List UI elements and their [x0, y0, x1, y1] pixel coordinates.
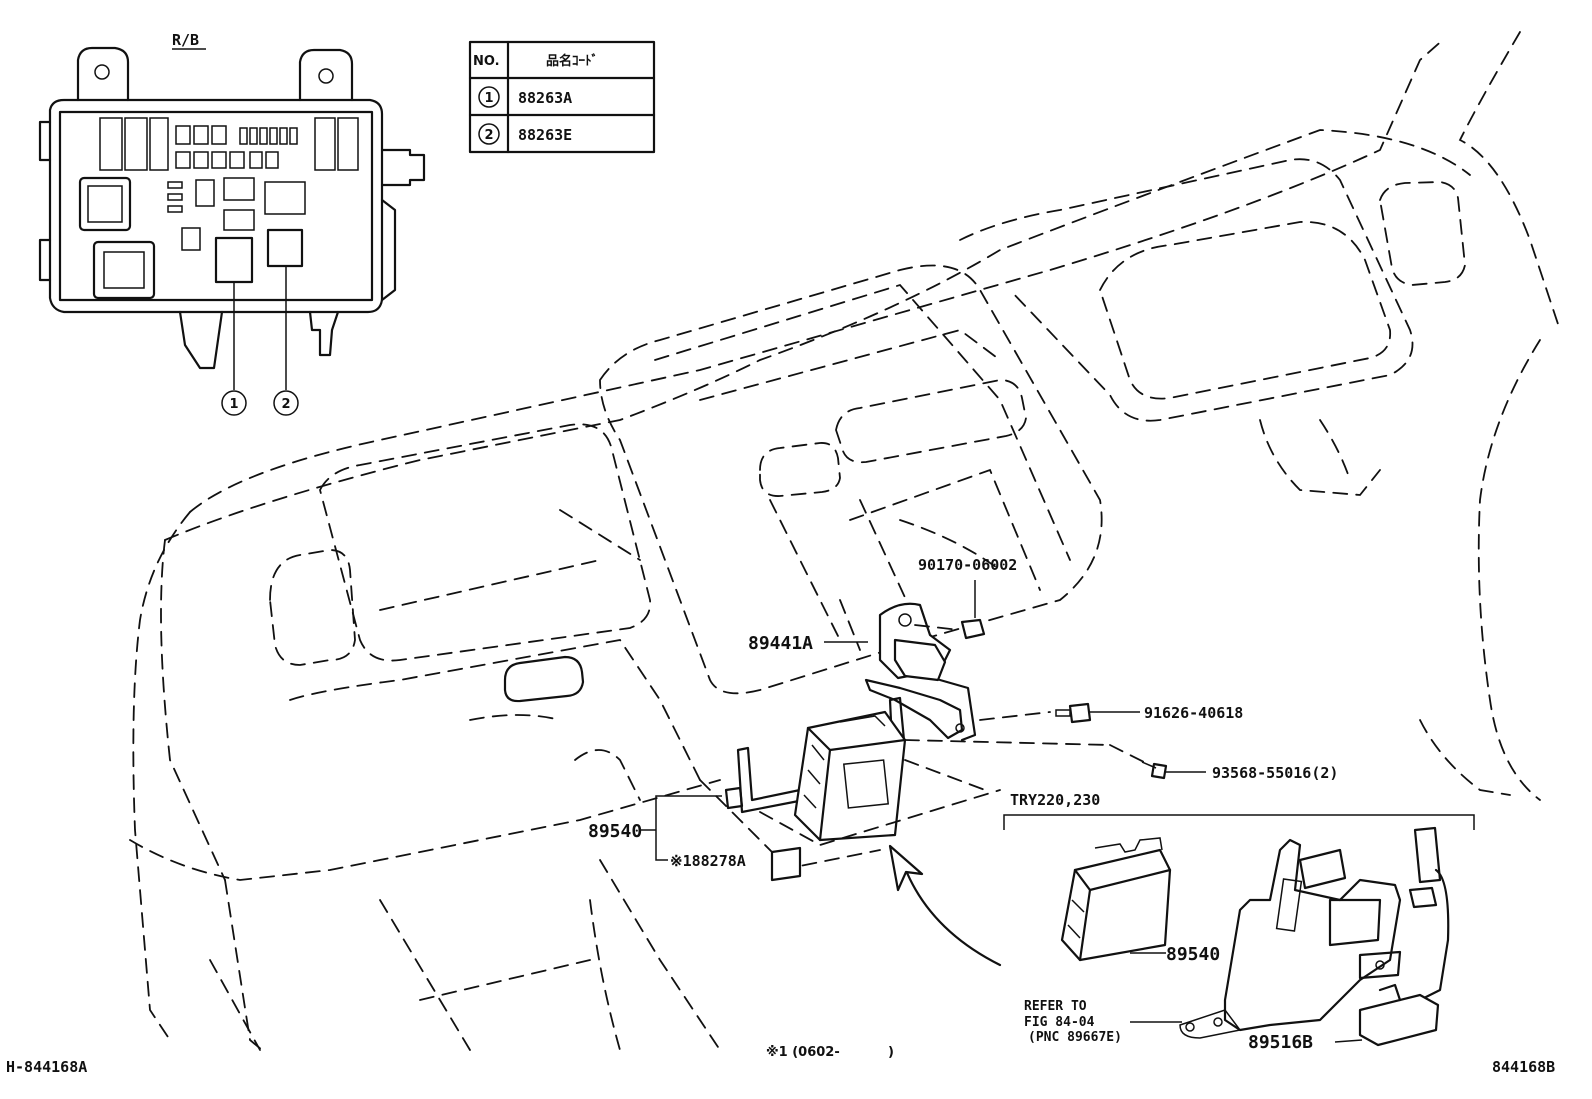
refer-line-2: FIG 84-04	[1024, 1015, 1095, 1030]
inset-try220-drawing	[1003, 814, 1475, 1047]
footer-note: ※1 (0602-	[766, 1045, 840, 1060]
table-row-1-code: 88263A	[518, 89, 572, 107]
part-code-table: NO. 品名ｺｰﾄﾞ 1 88263A 2 88263E	[468, 40, 656, 154]
label-90170-06002: 90170-06002	[918, 556, 1017, 574]
module-89540-drawing	[640, 696, 907, 882]
relay-block-drawing: 1 2 R/B	[38, 31, 426, 416]
table-header-code: 品名ｺｰﾄﾞ	[546, 53, 598, 69]
label-89516b: 89516B	[1248, 1032, 1313, 1053]
inset-arrow	[888, 844, 1002, 967]
label-89441a: 89441A	[748, 633, 813, 654]
label-89540-inset: 89540	[1166, 944, 1220, 965]
footer-note-close: )	[888, 1045, 894, 1060]
callout-2: 2	[281, 397, 290, 412]
relay-block-label: R/B	[172, 31, 199, 49]
label-93568-55016: 93568-55016(2)	[1212, 764, 1338, 782]
table-row-2-code: 88263E	[518, 126, 572, 144]
refer-line-1: REFER TO	[1024, 999, 1087, 1014]
footer-left-code: H-844168A	[6, 1058, 87, 1076]
label-88278a: ※188278A	[670, 852, 746, 870]
table-row-1-no: 1	[484, 91, 493, 106]
instrument-panel-drawing	[129, 31, 1561, 1051]
table-row-2-no: 2	[484, 128, 493, 143]
table-header-no: NO.	[473, 54, 500, 69]
label-91626-40618: 91626-40618	[1144, 704, 1243, 722]
sensor-89441a-drawing	[759, 580, 1206, 846]
footer-right-code: 844168B	[1492, 1058, 1555, 1076]
callout-1: 1	[229, 397, 238, 412]
label-89540-main: 89540	[588, 821, 642, 842]
refer-line-3: (PNC 89667E)	[1028, 1030, 1122, 1045]
inset-model-label: TRY220,230	[1010, 791, 1100, 809]
